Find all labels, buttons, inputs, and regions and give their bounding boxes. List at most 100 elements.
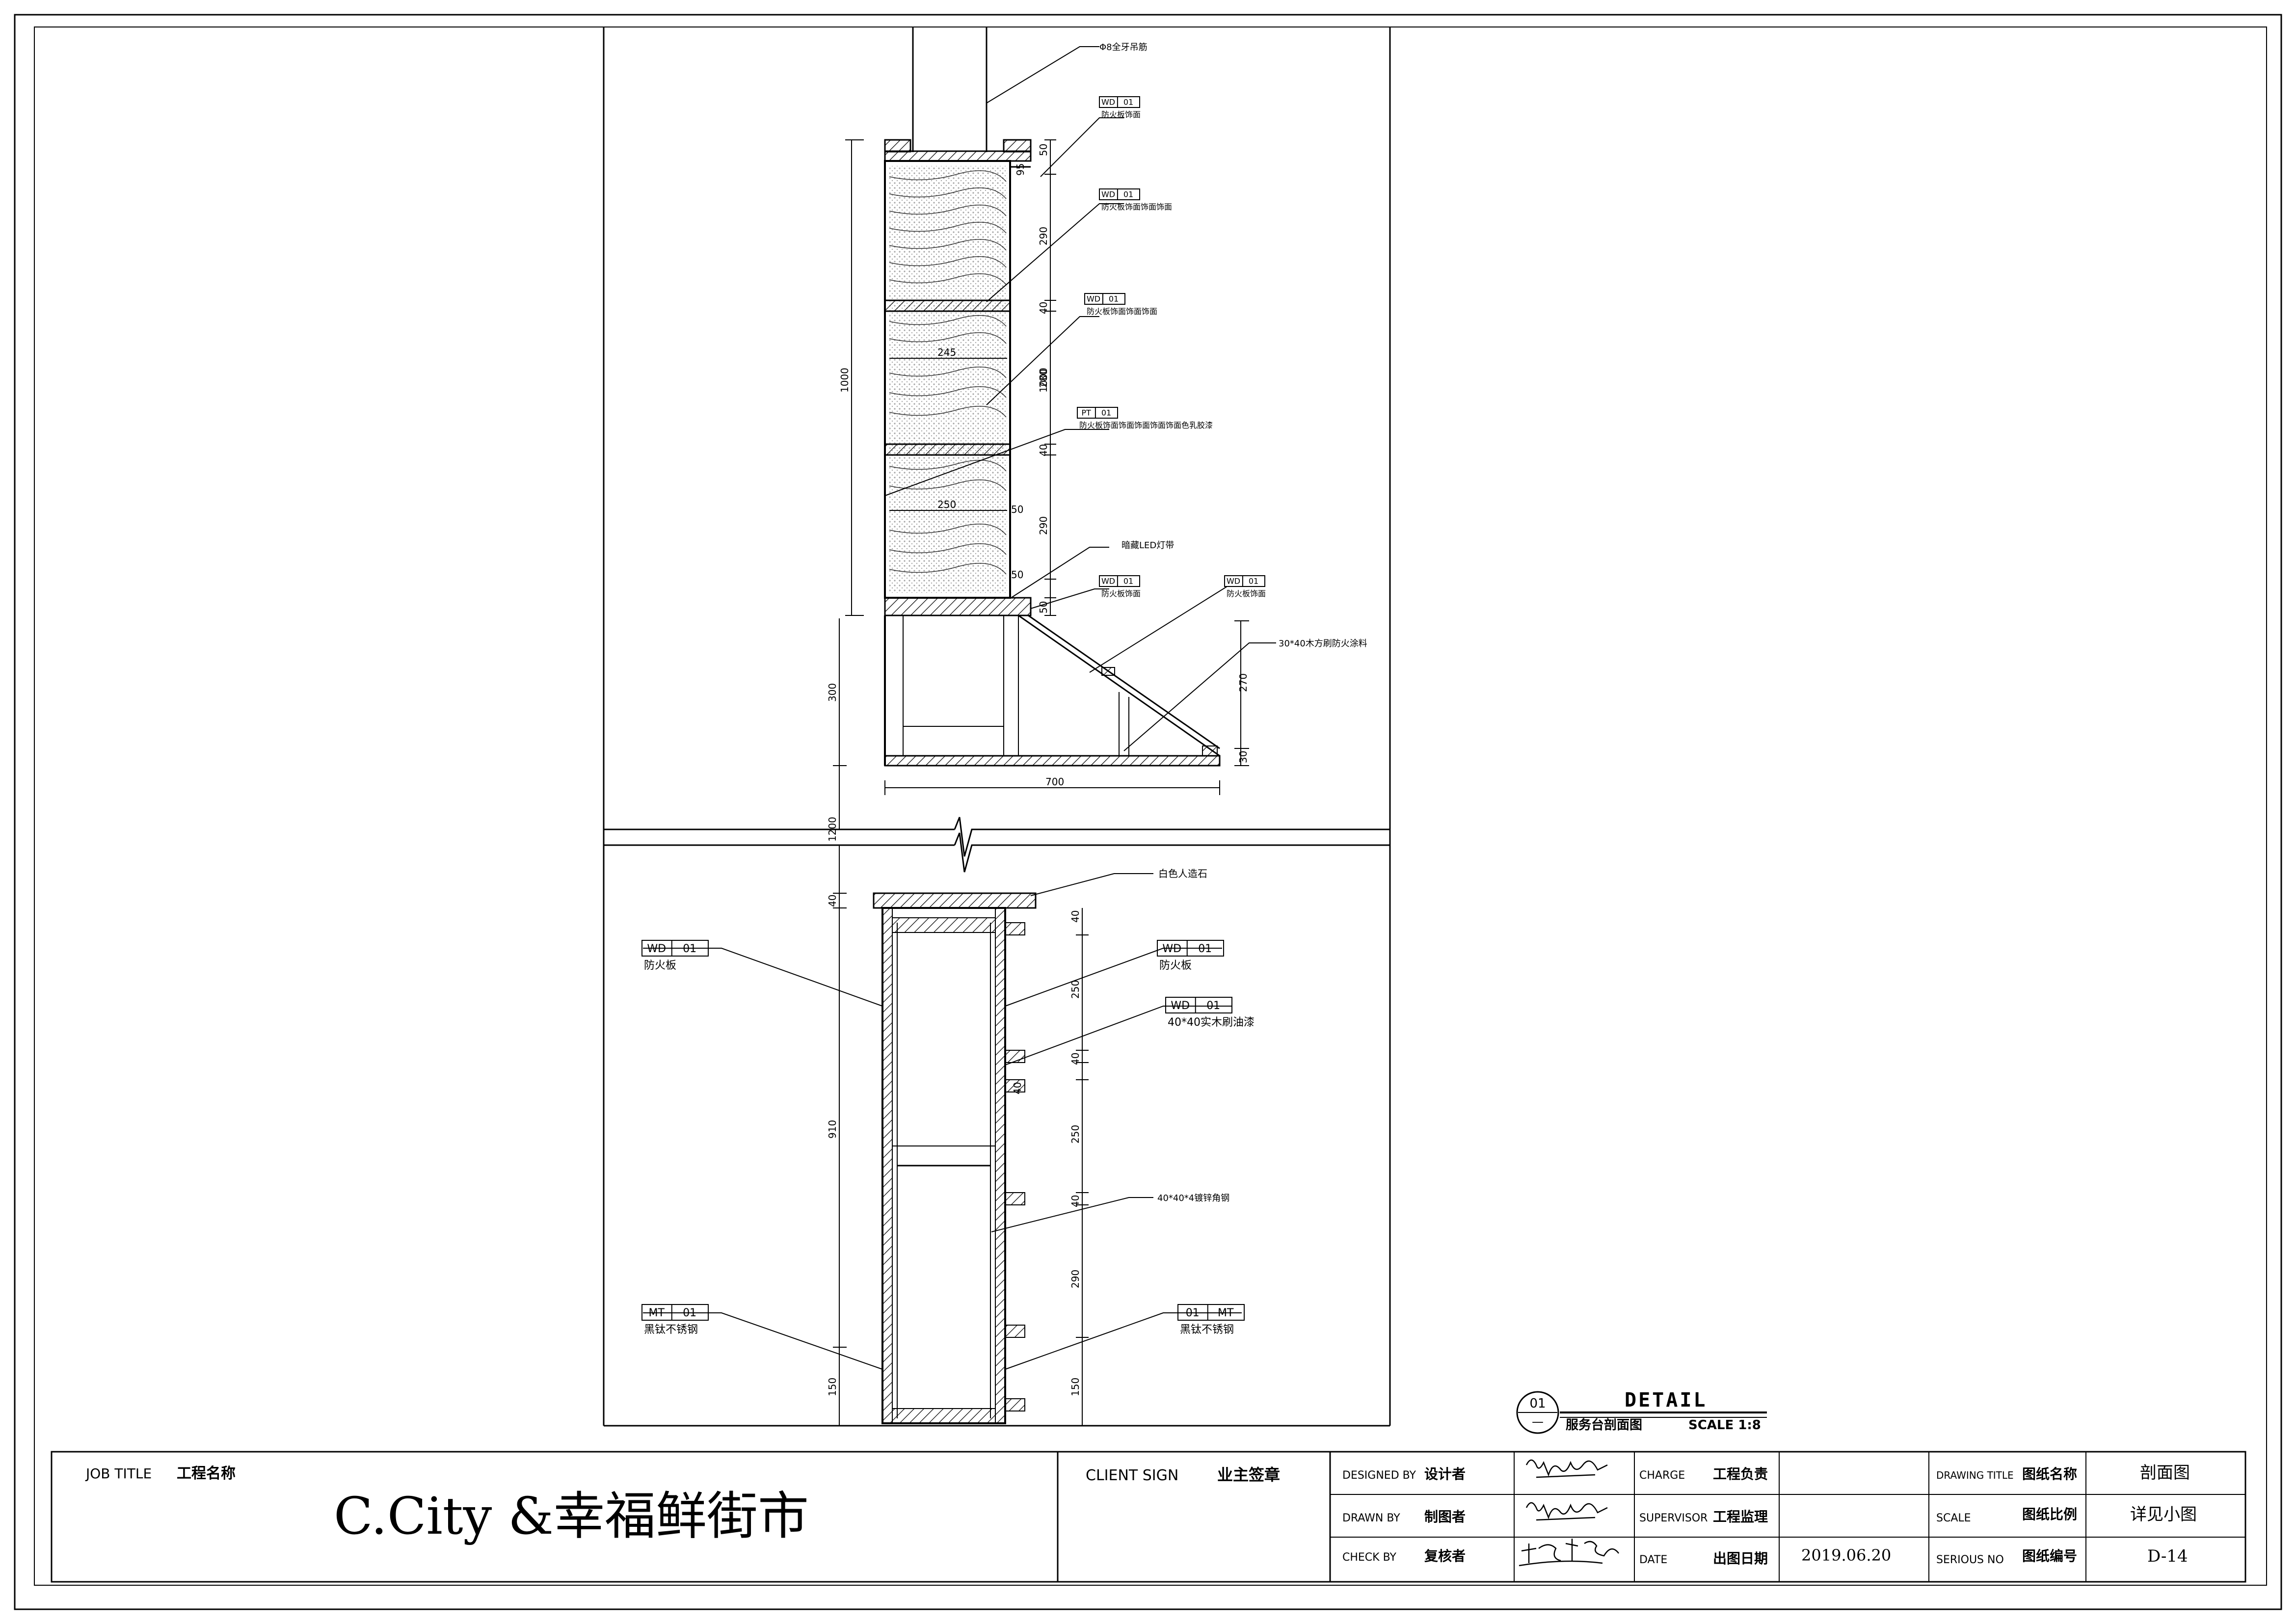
dim-base-width: 700 — [1045, 776, 1064, 788]
material-code: WD — [1101, 98, 1115, 107]
job-title-label-en: JOB TITLE — [85, 1465, 152, 1482]
material-description: 防火板饰面饰面饰面饰面饰面色乳胶漆 — [1079, 421, 1213, 430]
stone-top — [873, 892, 1037, 909]
dim-r-50a: 50 — [1038, 144, 1049, 156]
dim-r-290a: 290 — [1038, 227, 1049, 245]
material-number: 01 — [1101, 408, 1111, 418]
signature-checker — [1519, 1539, 1619, 1567]
check-by-label-cn: 复核者 — [1424, 1548, 1466, 1564]
wood-grain-pattern — [889, 170, 1007, 575]
material-number: 01 — [1198, 943, 1212, 955]
inner-border — [34, 27, 2267, 1586]
callout-stone: 白色人造石 — [1158, 868, 1207, 879]
material-number: 01 — [683, 943, 696, 955]
scale-label-cn: 图纸比例 — [2022, 1506, 2077, 1522]
dim-right-40a: 40 — [1069, 910, 1081, 923]
serious-no-label-cn: 图纸编号 — [2022, 1548, 2077, 1564]
dim-right-40c: 40 — [1012, 1082, 1023, 1094]
dim-r-95: 95 — [1015, 163, 1026, 176]
material-description: 防火板饰面饰面饰面 — [1087, 307, 1157, 316]
material-code: WD — [1227, 577, 1240, 586]
top-section-view — [884, 27, 1221, 767]
callout-hanger-rod: Φ8全牙吊筋 — [1099, 42, 1148, 53]
signature-drafter — [1525, 1502, 1608, 1521]
detail-label: 01 — DETAIL 服务台剖面图 SCALE 1:8 — [1516, 1389, 1767, 1434]
material-description: 40*40实木刷油漆 — [1168, 1016, 1255, 1029]
top-dimension-texts: 1000 300 700 1200 1000 50 95 290 40 280 … — [827, 144, 1249, 842]
serious-no-value: D-14 — [2147, 1546, 2188, 1566]
break-symbol — [954, 817, 977, 857]
check-by-label-en: CHECK BY — [1342, 1551, 1396, 1564]
date-value: 2019.06.20 — [1801, 1546, 1891, 1565]
charge-label-en: CHARGE — [1639, 1469, 1685, 1482]
dim-small-50a: 50 — [1011, 504, 1023, 515]
drawing-frame — [603, 27, 1391, 1427]
material-code: MT — [648, 1307, 665, 1319]
dim-main-910: 910 — [827, 1120, 838, 1139]
dim-shelf2-width: 250 — [937, 499, 956, 510]
material-code: WD — [1101, 190, 1115, 199]
client-sign-label-en: CLIENT SIGN — [1086, 1467, 1178, 1484]
material-tag: WD 01 防火板 — [1157, 940, 1224, 972]
material-number: MT — [1218, 1307, 1234, 1319]
dim-shelf1-width: 245 — [937, 346, 956, 358]
material-description: 防火板 — [644, 959, 676, 972]
dim-total-height: 1000 — [839, 368, 851, 393]
detail-number: 01 — [1529, 1396, 1546, 1411]
dim-right-250a: 250 — [1069, 980, 1081, 999]
detail-scale: SCALE 1:8 — [1688, 1418, 1761, 1433]
dim-top-40: 40 — [827, 895, 838, 907]
date-label-en: DATE — [1639, 1554, 1667, 1566]
dim-small-50b: 50 — [1011, 569, 1023, 581]
dim-r-40b: 40 — [1038, 444, 1049, 456]
drawing-title-label-en: DRAWING TITLE — [1936, 1469, 2014, 1481]
drawn-by-label-cn: 制图者 — [1424, 1509, 1466, 1525]
bottom-dimension-texts: 40 910 150 40 250 40 40 250 40 290 150 — [827, 895, 1081, 1396]
supervisor-label-en: SUPERVISOR — [1639, 1512, 1708, 1524]
signature-designer — [1525, 1459, 1608, 1478]
callout-angle-steel: 40*40*4镀锌角钢 — [1157, 1193, 1229, 1203]
callout-led-strip: 暗藏LED灯带 — [1121, 540, 1174, 551]
material-code: WD — [1171, 1000, 1190, 1012]
material-description: 防火板饰面饰面饰面 — [1101, 202, 1172, 212]
material-tag: PT 01 防火板饰面饰面饰面饰面饰面色乳胶漆 — [1077, 407, 1213, 430]
callout-wood-keel: 30*40木方刷防火涂料 — [1279, 639, 1367, 649]
material-tag: 01 MT 黑钛不锈钢 — [1177, 1304, 1245, 1336]
material-description: 防火板饰面 — [1101, 589, 1141, 598]
material-code: 01 — [1186, 1307, 1200, 1319]
material-code: PT — [1081, 408, 1091, 418]
detail-title: DETAIL — [1625, 1389, 1708, 1411]
dim-right-290: 290 — [1069, 1270, 1081, 1288]
scale-label-en: SCALE — [1936, 1512, 1971, 1524]
material-description: 防火板 — [1159, 959, 1192, 972]
dim-r-50b: 50 — [1038, 601, 1049, 613]
material-code: WD — [1162, 943, 1181, 955]
serious-no-label-en: SERIOUS NO — [1936, 1554, 2004, 1566]
dim-r-40a: 40 — [1038, 302, 1049, 314]
charge-label-cn: 工程负责 — [1713, 1466, 1768, 1482]
material-description: 黑钛不锈钢 — [644, 1324, 698, 1336]
drawing-title-label-cn: 图纸名称 — [2022, 1466, 2077, 1482]
dim-base-height: 300 — [827, 683, 838, 702]
bottom-section-view — [873, 892, 1037, 1424]
date-label-cn: 出图日期 — [1713, 1550, 1768, 1567]
top-dimension-lines — [833, 139, 1249, 829]
bottom-leader-lines — [643, 873, 1242, 1370]
drawing-title-value: 剖面图 — [2140, 1463, 2190, 1483]
material-number: 01 — [1123, 190, 1133, 199]
material-description: 黑钛不锈钢 — [1180, 1324, 1234, 1336]
designed-by-label-en: DESIGNED BY — [1342, 1469, 1416, 1482]
detail-subtitle: 服务台剖面图 — [1566, 1417, 1642, 1433]
scale-value: 详见小图 — [2130, 1505, 2197, 1524]
dim-right-40b: 40 — [1069, 1053, 1081, 1065]
material-number: 01 — [1249, 577, 1258, 586]
designed-by-label-cn: 设计者 — [1424, 1466, 1466, 1482]
